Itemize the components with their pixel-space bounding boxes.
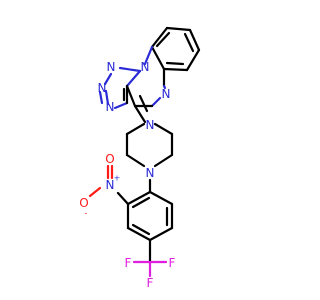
atom-n-triazole-top: N [107,60,116,74]
bond [116,191,130,206]
bond [153,153,174,168]
bond [103,72,113,86]
molecule-diagram: N N N N N N N N + O O - F F F [79,26,201,290]
bond [148,226,174,242]
atom-n-triazole-left1: N [98,81,107,95]
bond [150,26,169,49]
bond [126,226,152,242]
bond [113,101,129,110]
atom-n-triazole-left2: N [106,100,115,114]
bond [126,190,152,206]
bond [98,90,104,105]
atom-o-nitro-top: O [105,152,114,166]
atom-n-nitro: N [106,178,115,192]
bond [125,122,146,136]
bond [165,61,185,66]
bond [183,32,195,53]
bond [165,26,192,32]
bond [104,89,110,106]
bond [155,31,171,48]
atom-labels: N N N N N N N N + O O - F F F [79,60,175,290]
bond [162,67,189,72]
atom-f-bottom: F [147,276,154,290]
bond [153,122,174,136]
bond [150,96,162,108]
bond [143,45,154,66]
atom-n-piperazine-top: N [146,118,155,132]
nitro-minus-charge: - [85,209,88,218]
atom-n-quinoxaline: N [162,87,171,101]
bond [138,94,149,113]
atom-o-nitro-left: O [79,196,88,210]
bond [150,45,166,71]
bond [188,28,201,52]
bond [125,153,146,168]
bond [131,196,151,209]
atom-n-piperazine-bottom: N [146,166,155,180]
atom-f-right: F [169,256,176,270]
bond [131,223,151,236]
atom-n-bridge: N [141,60,150,74]
bond [148,190,174,206]
bond [185,48,201,72]
bond [133,104,147,124]
nitro-plus-charge: + [114,174,121,183]
bond [125,84,137,108]
bond [162,84,167,90]
bond [88,186,102,198]
bond [118,66,142,73]
atom-f-left: F [125,256,132,270]
bond [125,69,142,88]
structure-svg: N N N N N N N N + O O - F F F [79,26,201,290]
bonds [88,26,201,278]
